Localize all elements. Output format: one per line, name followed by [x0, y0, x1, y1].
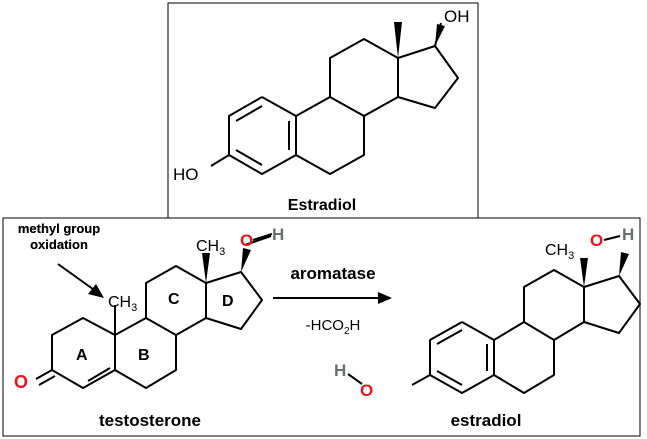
testosterone-ch3-18: CH3: [196, 238, 225, 258]
testosterone-oh-oxygen: O: [240, 231, 253, 250]
ring-label-a: A: [76, 347, 88, 364]
testosterone-skeleton: [35, 265, 263, 389]
annotation-arrow: [57, 263, 98, 293]
ring-label-c: C: [168, 291, 180, 308]
testosterone-oh-hydrogen: H: [272, 225, 284, 244]
annotation-line1: methyl group: [18, 221, 100, 236]
testosterone-methyl-wedge: [202, 253, 210, 283]
annotation-line2: oxidation: [30, 237, 88, 252]
testosterone-name: testosterone: [99, 411, 201, 430]
ring-label-b: B: [138, 347, 150, 364]
annotation-text-2: oxidation: [30, 237, 88, 252]
product-methyl-wedge: [580, 258, 588, 287]
testosterone-oh-bond: [252, 233, 273, 241]
testosterone-ketone-oxygen: O: [14, 372, 28, 392]
bottom-panel-frame: [2, 217, 641, 437]
reaction-arrowhead: [378, 292, 392, 304]
product-ch3: CH3: [545, 242, 574, 262]
top-ho-label: HO: [173, 165, 199, 184]
product-ho-hydrogen: H: [334, 361, 346, 380]
product-oh-hydrogen: H: [622, 225, 634, 244]
product-ho-bond: [347, 373, 363, 385]
estradiol-top-structure: [210, 22, 459, 175]
annotation-text-1: methyl group: [18, 221, 100, 236]
methyl-wedge-top: [394, 22, 402, 58]
product-ho-oxygen: O: [360, 381, 373, 400]
product-name: estradiol: [451, 411, 522, 430]
top-oh-label: OH: [444, 7, 470, 26]
product-oh-oxygen: O: [590, 231, 603, 250]
product-oh-wedge: [619, 252, 629, 276]
testosterone-ch3-19: CH3: [108, 294, 137, 314]
annotation-arrow-head: [88, 284, 104, 298]
estradiol-product-structure: [411, 269, 641, 394]
product-oh-bond: [603, 235, 621, 241]
reagent-label: aromatase: [290, 264, 375, 283]
byproduct-label: -HCO2H: [306, 317, 361, 337]
testosterone-oh-wedge: [241, 248, 251, 272]
top-compound-name: Estradiol: [288, 197, 356, 214]
oh-wedge-top: [435, 24, 445, 46]
ring-label-d: D: [222, 293, 234, 310]
top-panel-frame: [167, 2, 479, 219]
